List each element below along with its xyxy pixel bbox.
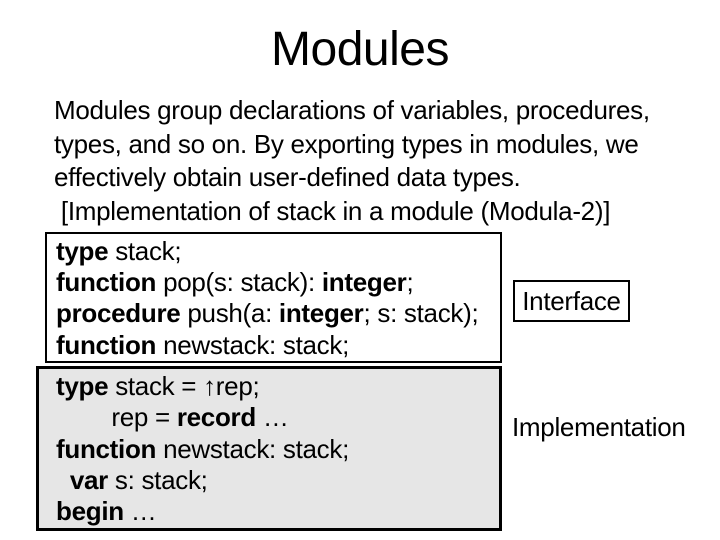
body-line: Modules group declarations of variables,… [54, 95, 650, 125]
interface-label: Interface [522, 285, 621, 316]
body-text: Modules group declarations of variables,… [54, 94, 714, 228]
body-line: effectively obtain user-defined data typ… [54, 162, 521, 193]
code-line: var s: stack; [69, 464, 208, 495]
code-line: type stack; [56, 236, 182, 266]
slide-title: Modules [271, 23, 449, 76]
implementation-code-box: type stack = ↑rep; rep = record …functio… [36, 366, 502, 531]
body-line: [Implementation of stack in a module (Mo… [54, 195, 611, 226]
code-line: begin … [56, 496, 157, 527]
code-line: procedure push(a: integer; s: stack); [56, 298, 479, 329]
body-line: types, and so on. By exporting types in … [54, 128, 639, 159]
code-line: function pop(s: stack): integer; [56, 267, 414, 298]
code-line: function newstack: stack; [56, 329, 349, 360]
implementation-label: Implementation [512, 412, 686, 442]
interface-code-box: type stack;function pop(s: stack): integ… [45, 232, 502, 363]
code-line: function newstack: stack; [56, 433, 349, 464]
interface-label-box: Interface [513, 280, 630, 322]
code-line: rep = record … [56, 402, 289, 433]
code-line: type stack = ↑rep; [56, 371, 260, 401]
